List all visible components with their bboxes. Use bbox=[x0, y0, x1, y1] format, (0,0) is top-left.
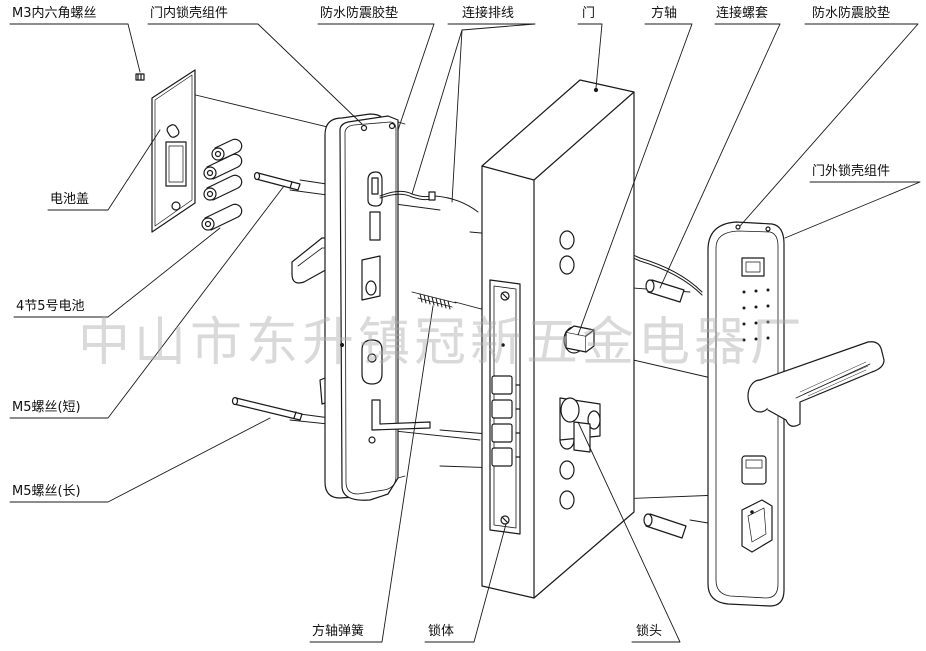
label-outer-housing: 门外锁壳组件 bbox=[812, 164, 891, 179]
battery-cover bbox=[151, 69, 196, 233]
label-lock-cylinder: 锁头 bbox=[636, 624, 663, 639]
label-inner-housing: 门内锁壳组件 bbox=[150, 6, 229, 21]
label-shaft-spring: 方轴弹簧 bbox=[312, 624, 365, 639]
label-square-shaft: 方轴 bbox=[651, 6, 678, 21]
label-lock-body: 锁体 bbox=[428, 624, 455, 639]
label-connecting-sleeve: 连接螺套 bbox=[716, 6, 769, 21]
lock-body bbox=[489, 279, 521, 535]
inner-housing bbox=[291, 113, 431, 501]
label-batteries: 4节5号电池 bbox=[16, 299, 85, 314]
watermark: 中山市东升镇冠新五金电器厂 bbox=[78, 313, 807, 373]
label-door: 门 bbox=[582, 6, 596, 21]
label-m5-screw-long: M5螺丝(长) bbox=[12, 484, 81, 499]
outer-housing bbox=[707, 221, 885, 607]
m3-screw bbox=[135, 73, 145, 81]
label-gasket-right: 防水防震胶垫 bbox=[812, 6, 891, 21]
label-gasket-left: 防水防震胶垫 bbox=[320, 6, 399, 21]
square-shaft bbox=[565, 325, 595, 353]
label-connecting-cable: 连接排线 bbox=[462, 6, 515, 21]
label-battery-cover: 电池盖 bbox=[50, 192, 90, 207]
batteries bbox=[201, 138, 243, 231]
lock-cylinder bbox=[559, 397, 601, 453]
label-m3-screw: M3内六角螺丝 bbox=[12, 6, 97, 21]
m5-screw-short bbox=[253, 171, 301, 191]
m5-screw-long bbox=[231, 396, 303, 421]
connecting-sleeve-top bbox=[645, 279, 685, 303]
shaft-spring bbox=[411, 291, 457, 310]
connecting-sleeve-bottom bbox=[643, 513, 687, 539]
leader-lines bbox=[9, 23, 921, 643]
gasket-left bbox=[397, 121, 406, 479]
label-m5-screw-short: M5螺丝(短) bbox=[12, 400, 81, 415]
keypad-dots bbox=[742, 288, 770, 342]
